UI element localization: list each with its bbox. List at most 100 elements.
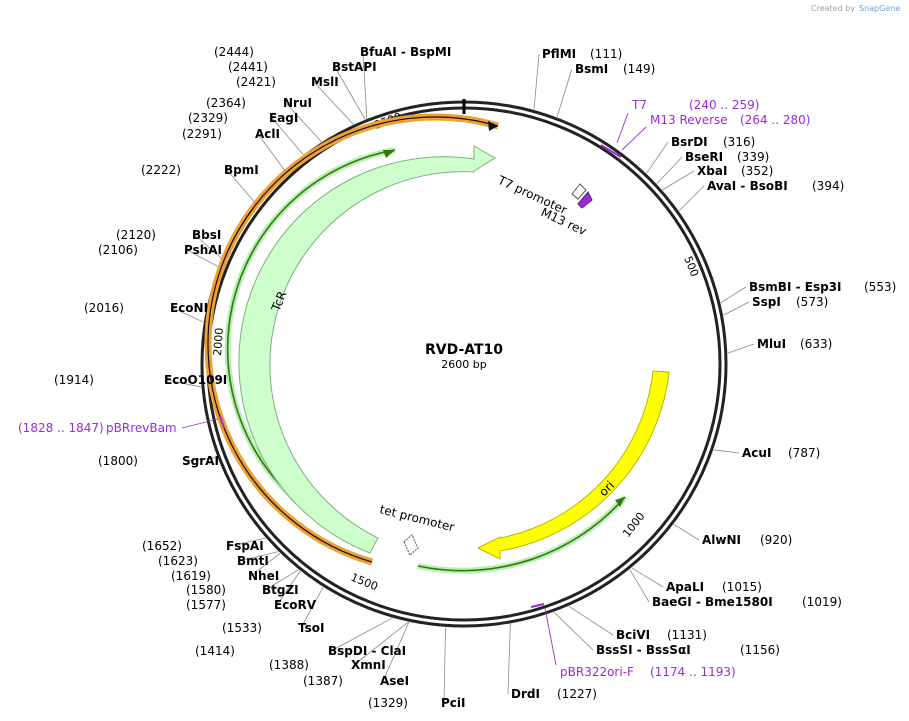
site-name: NruI — [283, 96, 312, 110]
site-name: FspAI — [226, 539, 264, 553]
site-leader-line — [228, 537, 266, 547]
site-bsssi[interactable]: (1156)BssSI - BssSαI — [596, 643, 780, 657]
site-ecorv[interactable]: (1577)EcoRV — [186, 598, 317, 612]
plasmid-size: 2600 bp — [441, 358, 486, 371]
site-position: (1580) — [186, 583, 226, 597]
site-name: XmnI — [351, 658, 386, 672]
site-sspi[interactable]: (573)SspI — [752, 295, 828, 309]
site-bspdi[interactable]: (1414)BspDI - ClaI — [195, 644, 406, 658]
site-position: (1019) — [802, 595, 842, 609]
primer-pbrrevbam[interactable]: pBRrevBam(1828 .. 1847) — [18, 421, 177, 435]
site-pshai[interactable]: (2106)PshAI — [98, 243, 222, 257]
site-name: EcoNI — [170, 301, 208, 315]
site-name: BpmI — [224, 163, 259, 177]
site-econi[interactable]: (2016) EcoNI — [84, 301, 208, 315]
site-name: BaeGI - Bme1580I — [652, 595, 773, 609]
site-bsmbi[interactable]: (553)BsmBI - Esp3I — [749, 280, 896, 294]
site-position: (920) — [760, 533, 792, 547]
site-name: BmtI — [237, 554, 269, 568]
site-position: (2441) — [228, 60, 268, 74]
site-pcii[interactable]: (1329)PciI — [368, 696, 466, 710]
tet-promoter-marker — [403, 534, 419, 556]
site-alwni[interactable]: (920) AlwNI — [702, 533, 792, 547]
site-position: (2016) — [84, 301, 124, 315]
site-name: PciI — [441, 696, 466, 710]
primer-m13-reverse[interactable]: M13 Reverse(264 .. 280) — [650, 113, 810, 127]
site-name: AclI — [255, 127, 280, 141]
site-acli[interactable]: (2291)AclI — [182, 127, 280, 141]
primer-mark-pbr322ori — [530, 603, 545, 608]
site-mlui[interactable]: (633)MluI — [757, 337, 832, 351]
site-sgrai[interactable]: (1800)SgrAI — [98, 454, 219, 468]
site-bsrdi[interactable]: (316)BsrDI — [671, 135, 755, 149]
primer-pbr322ori-f[interactable]: pBR322ori-F (1174 .. 1193) — [560, 665, 736, 679]
primer-t7[interactable]: T7(240 .. 259) — [631, 98, 759, 112]
site-leader-line — [629, 569, 650, 603]
site-position: (1577) — [186, 598, 226, 612]
site-baegi[interactable]: (1019) BaeGI - Bme1580I — [652, 595, 842, 609]
site-name: BstAPI — [332, 60, 377, 74]
site-xbai[interactable]: (352)XbaI — [697, 164, 773, 178]
site-xmni[interactable]: (1388)XmnI — [269, 658, 386, 672]
site-leader-line — [257, 133, 286, 171]
site-bbsi[interactable]: (2120)BbsI — [116, 228, 221, 242]
site-position: (2120) — [116, 228, 156, 242]
site-leader-line — [184, 457, 218, 462]
site-bmti[interactable]: (1623)BmtI — [158, 554, 269, 568]
site-position: (111) — [590, 47, 622, 61]
site-name: BspDI - ClaI — [328, 644, 406, 658]
credit-snapgene: SnapGene — [859, 4, 900, 13]
site-leader-line — [533, 53, 540, 110]
site-nrui[interactable]: (2364)NruI — [206, 96, 312, 110]
site-pflmi[interactable]: (111)PflMI — [542, 47, 622, 61]
site-leader-line — [631, 567, 664, 588]
site-name: AlwNI — [702, 533, 741, 547]
site-eagi[interactable]: (2329) EagI — [188, 111, 298, 125]
primer-mark-pbrrevbam — [219, 415, 225, 429]
primer-range: (1174 .. 1193) — [650, 665, 736, 679]
primer-leader-line — [181, 418, 219, 429]
site-name: SspI — [752, 295, 781, 309]
site-apali[interactable]: (1015)ApaLI — [666, 580, 762, 594]
tick-label-2000: 2000 — [211, 327, 226, 356]
site-leader-line — [330, 617, 393, 652]
site-leader-line — [656, 156, 683, 185]
site-msli[interactable]: (2421)MslI — [236, 75, 339, 89]
tcr-feature[interactable] — [238, 145, 496, 554]
credit-created-by: Created by — [811, 4, 855, 13]
tet-promoter-label: tet promoter — [378, 502, 455, 534]
site-leader-line — [556, 68, 573, 118]
site-name: EagI — [269, 111, 298, 125]
m13-rev-marker — [577, 191, 593, 209]
site-leader-line — [271, 117, 304, 155]
site-tsoi[interactable]: (1533)TsoI — [222, 621, 324, 635]
ori-feature[interactable] — [476, 370, 670, 560]
site-bstapi[interactable]: (2441) BstAPI — [228, 60, 377, 74]
primer-name: pBRrevBam — [106, 421, 177, 435]
site-position: (2329) — [188, 111, 228, 125]
site-bcivi[interactable]: (1131)BciVI — [616, 628, 707, 642]
site-acui[interactable]: (787)AcuI — [742, 446, 820, 460]
site-name: AvaI - BsoBI — [707, 179, 788, 193]
site-ecoo109i[interactable]: (1914)EcoO109I — [54, 373, 227, 387]
primer-range: (240 .. 259) — [689, 98, 759, 112]
orange-feature-arrowhead — [488, 121, 498, 131]
site-drdi[interactable]: (1227)DrdI — [511, 687, 597, 701]
site-asei[interactable]: (1387)AseI — [303, 674, 409, 688]
site-fspai[interactable]: (1652)FspAI — [142, 539, 264, 553]
site-avai[interactable]: (394)AvaI - BsoBI — [707, 179, 844, 193]
site-bsmi[interactable]: (149)BsmI — [575, 62, 655, 76]
site-name: PshAI — [184, 243, 222, 257]
site-name: MslI — [311, 75, 339, 89]
site-leader-line — [553, 611, 594, 651]
site-leader-line — [673, 523, 700, 541]
site-leader-lines — [166, 51, 755, 704]
site-bpmi[interactable]: (2222)BpmI — [141, 163, 259, 177]
site-position: (787) — [788, 446, 820, 460]
primer-name: pBR322ori-F — [560, 665, 634, 679]
site-leader-line — [172, 307, 204, 323]
site-bfuai[interactable]: (2444)BfuAI - BspMI — [214, 45, 451, 59]
site-bseri[interactable]: (339)BseRI — [685, 150, 769, 164]
site-nhei[interactable]: (1619)NheI — [171, 569, 279, 583]
site-btgzi[interactable]: (1580)BtgZI — [186, 583, 299, 597]
